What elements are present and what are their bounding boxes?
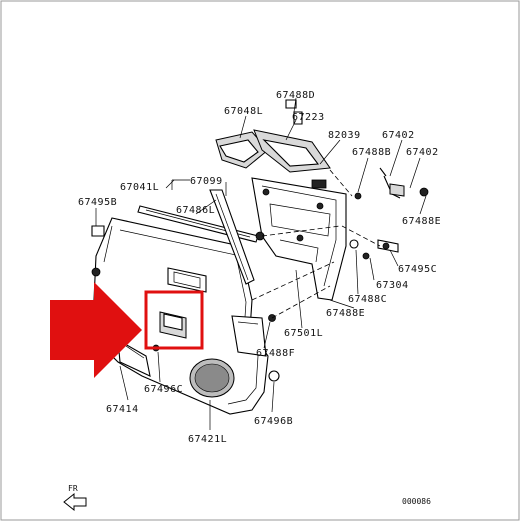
- pointer-arrow-icon: [50, 282, 142, 378]
- label-67414: 67414: [106, 404, 139, 415]
- belt-weatherstrip: [209, 189, 255, 285]
- label-67223: 67223: [292, 112, 325, 123]
- label-67488F: 67488F: [256, 348, 295, 359]
- label-67488C: 67488C: [348, 294, 387, 305]
- label-67421L: 67421L: [188, 434, 227, 445]
- inner-frame: [251, 177, 347, 301]
- label-82039: 82039: [328, 130, 361, 141]
- label-67488E-right: 67488E: [402, 216, 441, 227]
- label-67495B: 67495B: [78, 197, 117, 208]
- label-67304: 67304: [376, 280, 409, 291]
- label-67501L: 67501L: [284, 328, 323, 339]
- label-67496B: 67496B: [254, 416, 293, 427]
- figure-code: 000086: [402, 497, 431, 506]
- label-67488D: 67488D: [276, 90, 315, 101]
- label-67486L: 67486L: [176, 205, 215, 216]
- label-67048L: 67048L: [224, 106, 263, 117]
- label-67495C: 67495C: [398, 264, 437, 275]
- front-marker: FR: [63, 484, 87, 512]
- label-67041L: 67041L: [120, 182, 159, 193]
- label-67488B: 67488B: [352, 147, 391, 158]
- label-67488E-bottom: 67488E: [326, 308, 365, 319]
- switch-panel-assembly: [215, 99, 331, 189]
- label-67496C: 67496C: [144, 384, 183, 395]
- label-67402-side: 67402: [406, 147, 439, 158]
- front-marker-label: FR: [68, 484, 78, 493]
- leader-lines: [95, 97, 427, 430]
- highlight-box: [144, 290, 204, 350]
- front-arrow-icon: [63, 492, 87, 512]
- label-67099: 67099: [190, 176, 223, 187]
- label-67402-top: 67402: [382, 130, 415, 141]
- small-fasteners: [91, 167, 429, 382]
